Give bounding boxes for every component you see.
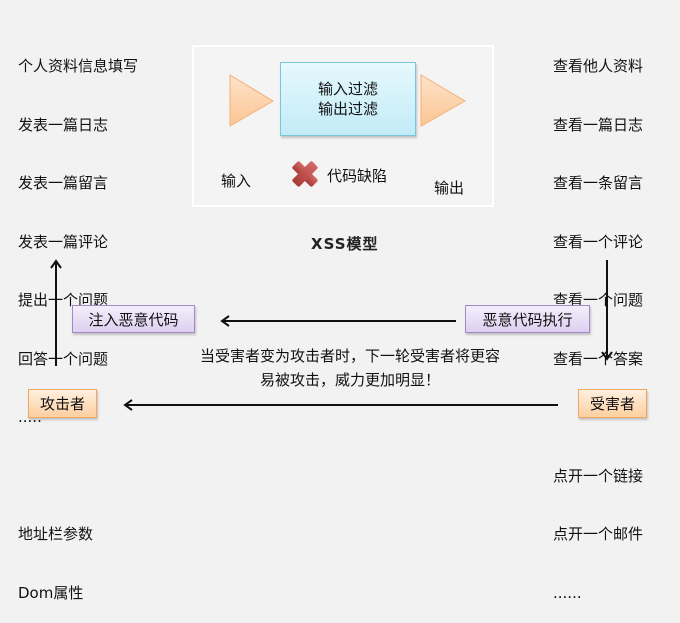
attacker-to-inject-arrow [50,259,62,366]
list-item: 查看一个答案 [553,349,644,368]
victim-label: 受害者 [589,395,635,413]
output-filter-label: 输出过滤 [317,100,378,118]
input-label: 输入 [221,172,252,190]
inject-malicious-code-box: 注入恶意代码 [72,305,195,333]
inject-label: 注入恶意代码 [88,310,179,329]
list-item: 回答一个问题 [18,349,109,368]
victim-trigger-down-arrow [601,260,613,361]
execute-malicious-code-box: 恶意代码执行 [465,305,590,333]
list-item: 提出一个问题 [18,291,109,309]
list-item: 查看一篇日志 [553,115,644,134]
code-defect-label: 代码缺陷 [327,167,388,185]
input-filter-label: 输入过滤 [317,80,378,98]
input-arrow-triangle-icon [229,74,274,127]
filter-box: 输入过滤 输出过滤 [280,62,416,136]
victim-to-attacker-arrow [123,399,558,411]
list-item: 地址栏参数 [18,525,94,543]
list-item: 查看一个问题 [553,291,644,309]
note-line-2: 易被攻击，威力更加明显！ [259,371,440,389]
list-item: Dom属性 [18,583,84,602]
list-item: 查看一条留言 [553,174,644,192]
list-item: 查看他人资料 [553,57,644,75]
list-item: 点开一个链接 [553,466,644,485]
victim-box: 受害者 [578,389,647,418]
note-line-1: 当受害者变为攻击者时，下一轮受害者将更容 [199,347,500,365]
list-item: 点开一个邮件 [553,525,644,543]
cycle-note: 当受害者变为攻击者时，下一轮受害者将更容 易被攻击，威力更加明显！ [150,344,550,392]
x-cross-icon [292,161,318,187]
list-item: 发表一篇日志 [18,115,109,134]
diagram-shapes [50,74,613,411]
list-item: 个人资料信息填写 [18,57,139,75]
execute-to-inject-arrow [220,315,456,327]
execute-label: 恶意代码执行 [482,310,573,329]
list-item: 发表一篇留言 [18,174,109,192]
attacker-label: 攻击者 [39,395,85,413]
list-item [18,467,138,487]
output-arrow-triangle-icon [420,74,466,127]
attacker-box: 攻击者 [28,389,97,418]
xss-model-title: XSS模型 [311,235,379,253]
output-label: 输出 [434,179,465,197]
list-item: 查看一个评论 [553,232,644,251]
list-item: ...... [553,583,582,602]
list-item: 发表一篇评论 [18,232,109,251]
